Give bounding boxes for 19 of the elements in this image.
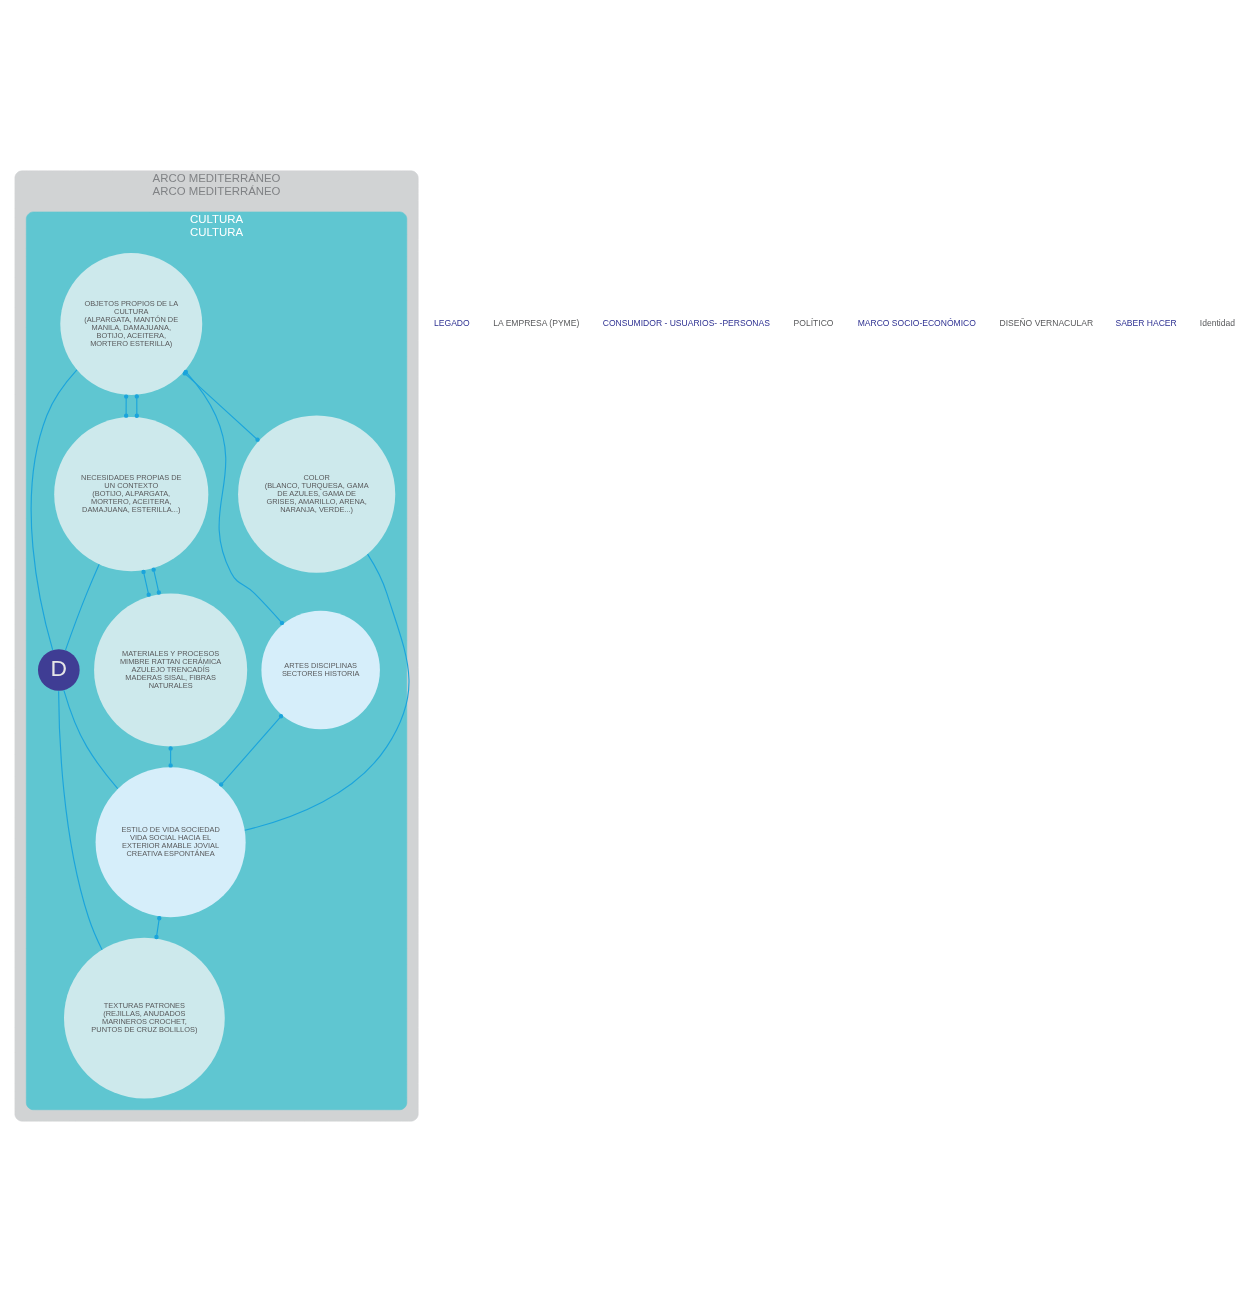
label: DISEÑO VERNACULAR [999,317,1094,328]
label: MARCO SOCIO-ECONÓMICO [857,317,976,328]
connector [141,569,151,597]
connector [244,553,410,831]
node-circle: D [37,649,80,691]
connector [58,690,103,951]
connector [124,394,129,418]
connector [151,567,161,595]
connector [63,689,119,790]
label: Identidad [1199,317,1236,328]
label: CONSUMIDOR - USUARIOS- -PERSONAS [602,317,770,328]
label: POLÍTICO [793,317,834,328]
label: LA EMPRESA (PYME) [493,317,580,328]
connector [64,563,100,651]
label: LEGADO [434,317,470,328]
connector [30,369,78,651]
connector [219,714,284,787]
connector [154,916,162,940]
label: SABER HACER [1115,317,1177,328]
